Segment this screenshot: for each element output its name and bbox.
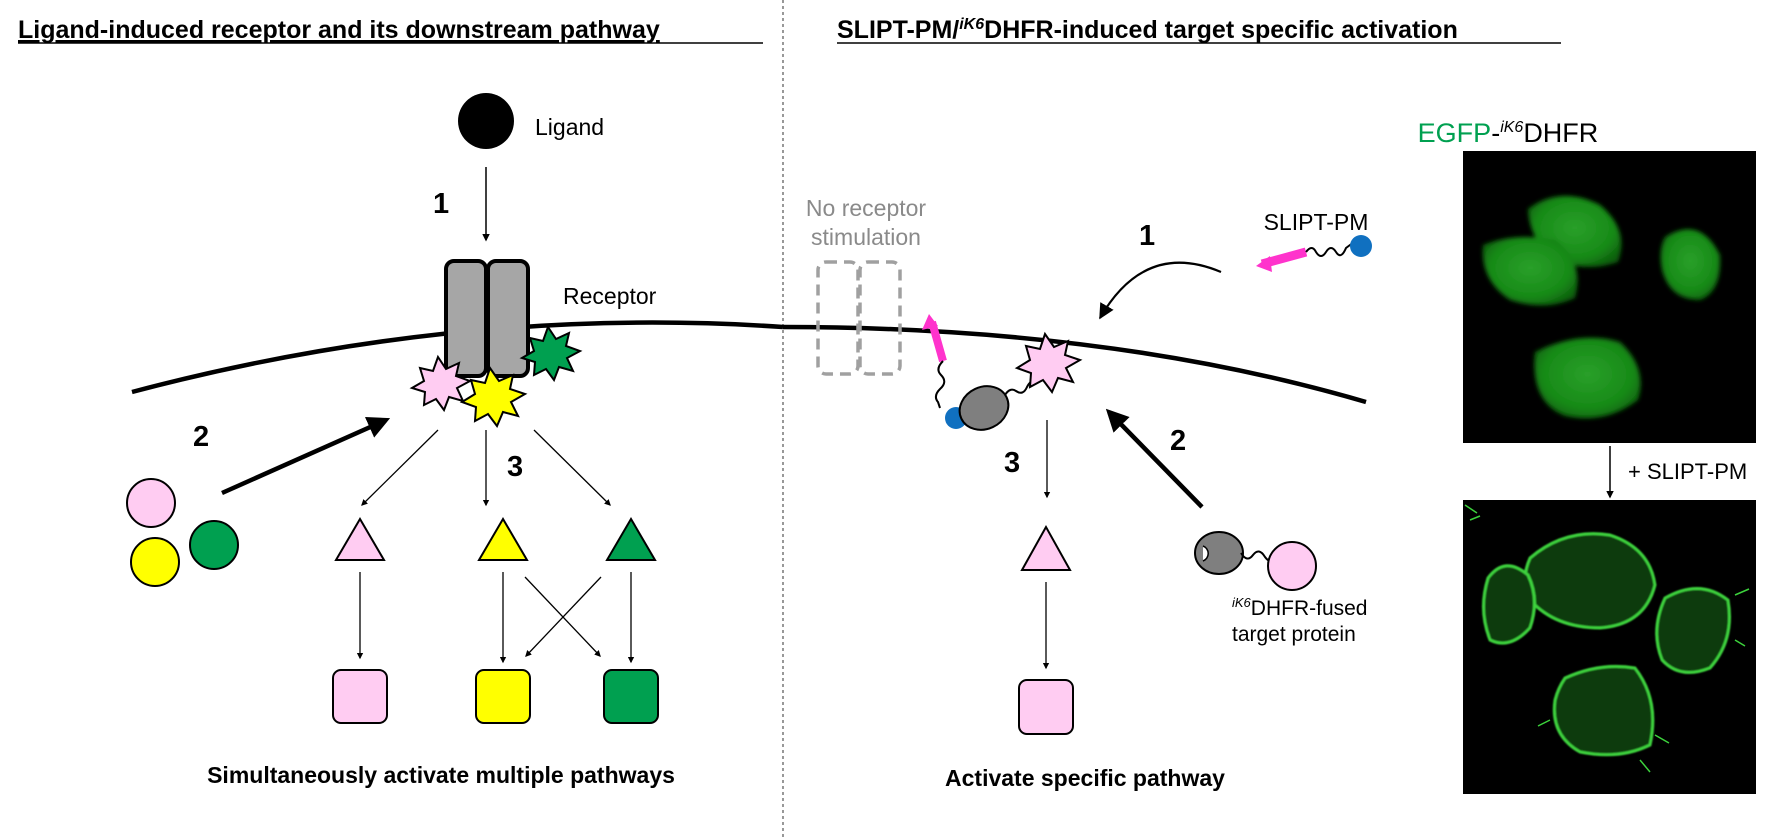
ligand-label: Ligand [535, 114, 604, 140]
fused-label-line2: target protein [1232, 623, 1356, 646]
right-step2-label: 2 [1170, 425, 1186, 457]
slipt-pm-linker [1305, 241, 1355, 257]
right-step2-arrow [1105, 408, 1204, 509]
micrograph-before [1463, 151, 1756, 443]
absent-receptor-left-half [816, 260, 860, 376]
fused-dhfr-pocket [1202, 545, 1209, 562]
micrograph-label-dhfr: DHFR [1523, 118, 1598, 148]
ligand-circle [458, 93, 514, 149]
no-receptor-label-line1: No receptor [806, 195, 927, 221]
arrow-to-green-triangle [533, 429, 611, 506]
green-active-star [519, 324, 583, 383]
pink-square [332, 669, 388, 724]
right-title-suffix: DHFR-induced target specific activation [984, 16, 1458, 44]
receptor-label: Receptor [563, 283, 657, 309]
pink-target-star-right [1014, 331, 1083, 394]
left-caption: Simultaneously activate multiple pathway… [207, 762, 675, 788]
green-to-yellow-cross-arrow [525, 576, 602, 657]
pink-active-star-left [409, 354, 473, 413]
green-triangle [605, 517, 657, 561]
yellow-to-green-cross-arrow [524, 576, 601, 657]
arrow-to-pink-triangle [361, 429, 439, 506]
right-step1-arrow [1099, 261, 1222, 320]
fused-label-text: DHFR-fused [1251, 597, 1368, 620]
green-square [603, 669, 659, 724]
micrograph-label-superscript: iK6 [1500, 119, 1523, 136]
anchored-linker-left [934, 360, 946, 409]
right-title-superscript: iK6 [959, 16, 984, 33]
anchored-slipt-head [928, 320, 947, 363]
anchored-slipt-arrowhead [922, 314, 938, 330]
yellow-triangle [477, 517, 529, 561]
absent-receptor-right-half [858, 260, 902, 376]
fused-target-protein [1267, 541, 1317, 591]
cell-membrane-right [782, 324, 1367, 405]
green-molecule [189, 520, 239, 570]
slipt-pm-label: SLIPT-PM [1264, 209, 1369, 235]
right-step3-label: 3 [1004, 447, 1020, 479]
receptor-left-half [444, 259, 488, 378]
left-recruit-arrow [221, 417, 391, 496]
left-panel-title: Ligand-induced receptor and its downstre… [18, 16, 660, 44]
right-caption: Activate specific pathway [945, 765, 1225, 791]
left-step2-label: 2 [193, 421, 209, 453]
fused-label-superscript: iK6 [1232, 595, 1252, 610]
pink-molecule [126, 478, 176, 528]
left-step3-label: 3 [507, 451, 523, 483]
slipt-pm-arrowhead [1256, 256, 1272, 272]
micrograph-after [1463, 500, 1756, 794]
fused-dhfr-domain [1194, 531, 1244, 575]
no-receptor-label-line2: stimulation [811, 224, 921, 250]
fused-label-line1: iK6DHFR-fused [1232, 595, 1368, 620]
right-panel-title: SLIPT-PM/iK6DHFR-induced target specific… [837, 16, 1458, 44]
right-step1-label: 1 [1139, 220, 1155, 252]
yellow-molecule [130, 537, 180, 587]
micrograph-label-egfp: EGFP [1418, 118, 1492, 148]
micrograph-label-dash: - [1491, 118, 1500, 148]
pink-triangle [334, 517, 386, 561]
right-title-prefix: SLIPT-PM/ [837, 16, 959, 44]
right-pink-triangle [1020, 524, 1072, 571]
yellow-square [475, 669, 531, 724]
slipt-pm-ligand-dot [1350, 235, 1372, 257]
receptor-right-half [486, 259, 530, 378]
right-pink-square [1018, 679, 1074, 735]
micrograph-label: EGFP-iK6DHFR [1418, 118, 1599, 148]
treatment-label: + SLIPT-PM [1628, 459, 1747, 484]
yellow-active-star [459, 365, 528, 428]
anchored-dhfr-domain [958, 385, 1010, 431]
left-step1-label: 1 [433, 188, 449, 220]
